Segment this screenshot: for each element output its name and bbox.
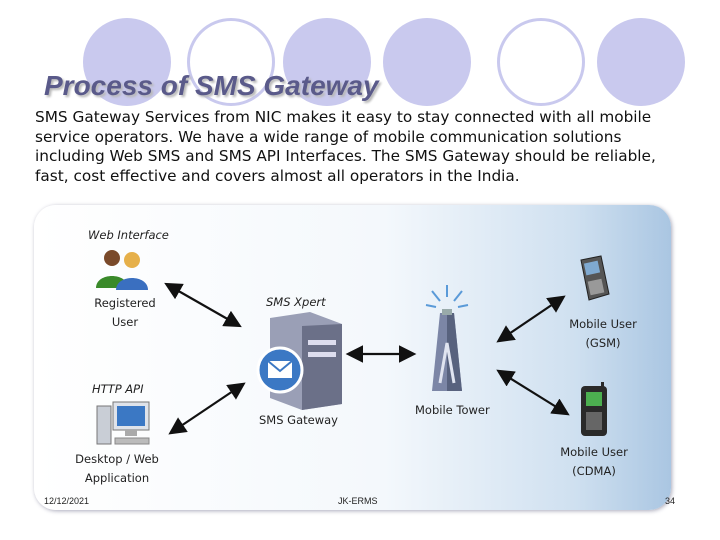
desktop-web-label: Desktop / Web Application xyxy=(75,452,159,485)
gsm-phone-icon xyxy=(580,255,610,301)
mobile-tower-icon xyxy=(425,285,469,391)
arrow-desktop-gateway xyxy=(168,382,246,435)
server-envelope-icon xyxy=(256,312,342,410)
slide-title: Process of SMS Gateway xyxy=(44,70,379,101)
desktop-computer-icon xyxy=(96,401,150,445)
cdma-phone-icon xyxy=(581,382,607,436)
mobile-tower-label: Mobile Tower xyxy=(415,403,490,417)
arrow-tower-gsm xyxy=(496,295,566,343)
mobile-user-gsm-label: Mobile User (GSM) xyxy=(569,317,637,350)
decor-ring xyxy=(497,18,585,106)
decor-circle xyxy=(383,18,471,106)
sms-gateway-label: SMS Gateway xyxy=(259,413,338,427)
users-icon xyxy=(96,250,148,290)
sms-xpert-label: SMS Xpert xyxy=(266,295,326,309)
mobile-user-cdma-label: Mobile User (CDMA) xyxy=(560,445,628,478)
web-interface-label: Web Interface xyxy=(88,228,169,242)
arrow-tower-cdma xyxy=(496,369,570,416)
registered-user-label: Registered User xyxy=(94,296,156,329)
slide-body-text: SMS Gateway Services from NIC makes it e… xyxy=(35,108,656,185)
footer-date: 12/12/2021 xyxy=(44,496,90,506)
footer-org: JK-ERMS xyxy=(338,496,378,506)
decor-circle xyxy=(283,18,371,106)
decor-ring xyxy=(187,18,275,106)
http-api-label: HTTP API xyxy=(92,382,144,396)
footer-page-number: 34 xyxy=(665,496,676,506)
arrow-user-gateway xyxy=(164,282,242,328)
decor-circle xyxy=(83,18,171,106)
decor-circle xyxy=(597,18,685,106)
